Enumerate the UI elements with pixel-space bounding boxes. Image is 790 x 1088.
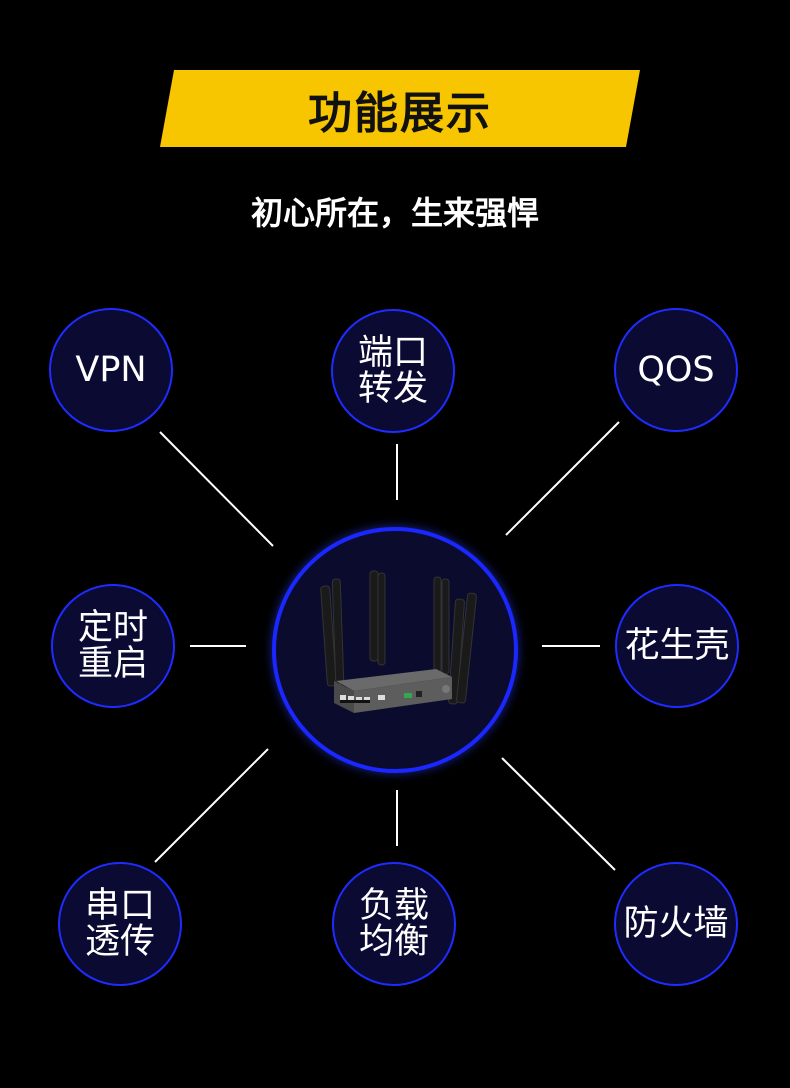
feature-qos-label: QOS (637, 350, 715, 390)
feature-vpn-label: VPN (75, 350, 147, 390)
feature-oray: 花生壳 (615, 584, 739, 708)
router-hub (272, 527, 518, 773)
feature-serial-label: 串口透传 (84, 886, 155, 962)
feature-serial: 串口透传 (58, 862, 182, 986)
feature-qos: QOS (614, 308, 738, 432)
connector-line-vpn (159, 431, 274, 547)
connector-line-firewall (501, 757, 616, 871)
feature-port-forward: 端口转发 (331, 309, 455, 433)
feature-firewall-label: 防火墙 (623, 904, 729, 944)
banner-title: 功能展示 (308, 87, 492, 139)
connector-line-serial (154, 748, 269, 863)
feature-oray-label: 花生壳 (624, 626, 730, 666)
feature-firewall: 防火墙 (614, 862, 738, 986)
feature-load-balance-label: 负载均衡 (358, 886, 429, 962)
connector-line-qos (505, 421, 620, 536)
feature-timed-reboot: 定时重启 (51, 584, 175, 708)
feature-vpn: VPN (49, 308, 173, 432)
feature-timed-reboot-label: 定时重启 (77, 608, 148, 684)
title-banner: 功能展示 (160, 70, 640, 147)
subtitle: 初心所在，生来强悍 (250, 194, 539, 232)
feature-load-balance: 负载均衡 (332, 862, 456, 986)
router-icon (320, 570, 477, 713)
feature-port-forward-label: 端口转发 (357, 333, 428, 409)
